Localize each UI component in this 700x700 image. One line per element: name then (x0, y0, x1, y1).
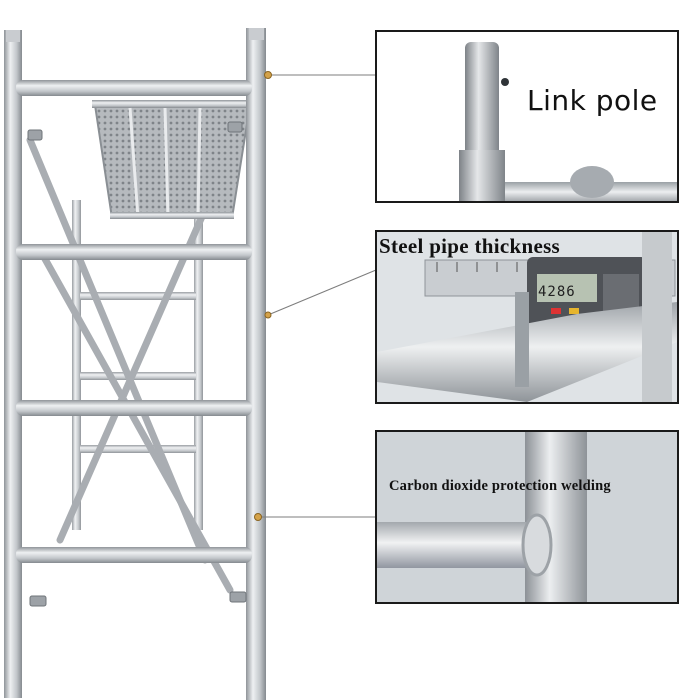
link-pole-label: Link pole (527, 84, 658, 117)
front-rungs (16, 80, 252, 563)
right-upright (246, 28, 266, 700)
welding-label: Carbon dioxide protection welding (389, 478, 611, 494)
caliper-photo (377, 232, 677, 402)
pipe-thickness-label: Steel pipe thickness (379, 234, 561, 258)
pipe-thickness-callout: Steel pipe thickness 4286 (375, 230, 679, 404)
weld-joint-photo (377, 432, 677, 602)
welding-callout: Carbon dioxide protection welding (375, 430, 679, 604)
link-pole-photo (377, 32, 677, 201)
leader-markers (254, 71, 272, 521)
platform-deck (92, 100, 252, 219)
back-frame (72, 200, 203, 530)
left-upright (4, 30, 22, 698)
leader-lines (258, 74, 377, 518)
brace-clamps (27, 121, 247, 607)
caliper-reading: 4286 (538, 284, 576, 300)
link-pole-callout: Link pole (375, 30, 679, 203)
